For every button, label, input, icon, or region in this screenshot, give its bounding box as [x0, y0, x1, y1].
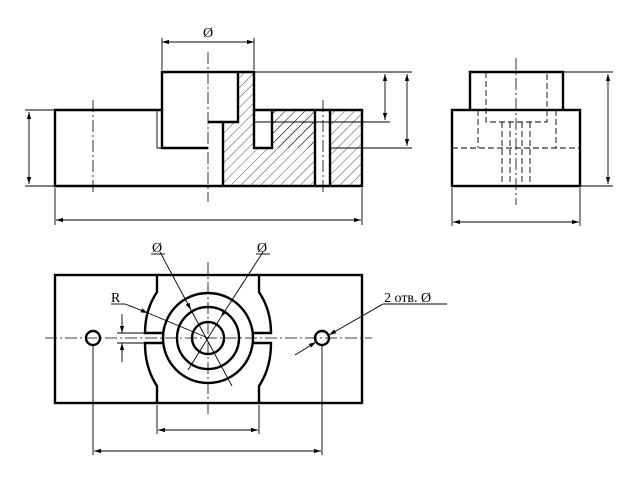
inner-diameter-label: Ø — [257, 241, 267, 256]
outer-diameter-label: Ø — [152, 241, 162, 256]
front-diameter-label: Ø — [203, 26, 213, 41]
holes-label: 2 отв. Ø — [384, 291, 431, 306]
front-view: Ø — [25, 26, 412, 225]
section-hatching — [223, 72, 362, 186]
side-view — [450, 58, 613, 226]
top-view: Ø Ø R 2 отв. Ø — [45, 241, 447, 455]
radius-label: R — [111, 291, 121, 306]
